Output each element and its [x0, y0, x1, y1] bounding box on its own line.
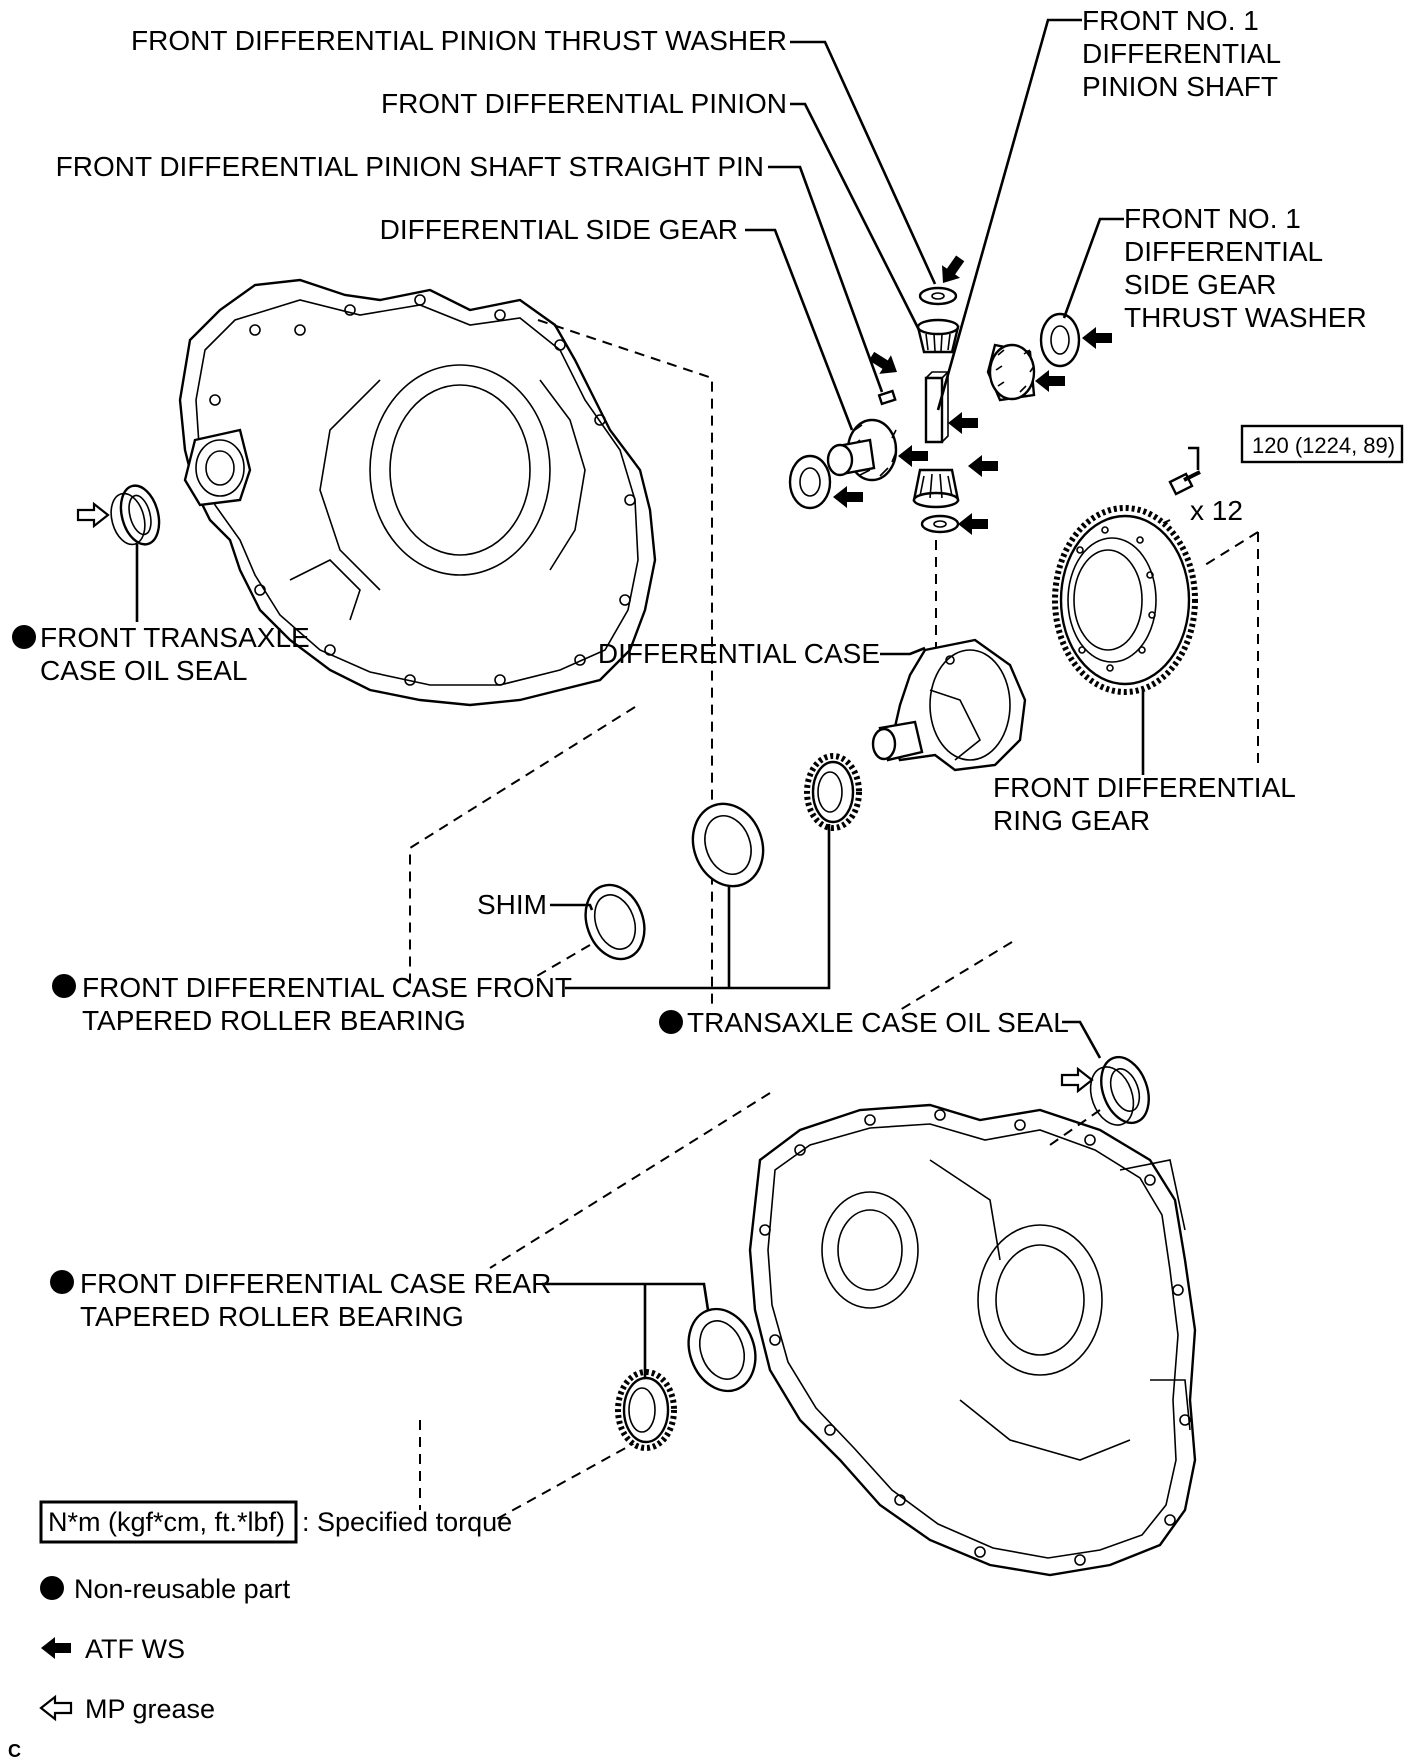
side-gear-thrust-washer-left-drawing [788, 454, 832, 510]
mp-grease-arrow-icon [1060, 1067, 1094, 1093]
straight-pin-drawing [877, 389, 897, 406]
transaxle-case-oil-seal-label: TRANSAXLE CASE OIL SEAL [687, 1007, 1069, 1038]
part-labels: FRONT DIFFERENTIAL PINION THRUST WASHER … [12, 5, 1404, 1332]
torque-value-label: 120 (1224, 89) [1252, 433, 1395, 458]
non-reusable-marker-icon [12, 625, 36, 649]
pinion-shaft-drawing [924, 371, 950, 444]
side-gear-thrust-washer-label-4: THRUST WASHER [1124, 302, 1367, 333]
rear-bearing-label-2: TAPERED ROLLER BEARING [80, 1301, 464, 1332]
ring-gear-drawing [1052, 505, 1198, 695]
assembly-guide-lines [409, 319, 1259, 1521]
front-transaxle-oil-seal-label-1: FRONT TRANSAXLE [40, 622, 310, 653]
non-reusable-marker-icon [659, 1010, 683, 1034]
atf-arrow-icon [948, 412, 978, 434]
non-reusable-marker-icon [52, 974, 76, 998]
mp-grease-legend-icon [39, 1694, 73, 1722]
non-reusable-marker-icon [50, 1270, 74, 1294]
atf-arrow-icon [958, 513, 988, 535]
pinion-shaft-label-2: DIFFERENTIAL [1082, 38, 1281, 69]
front-bearing-outer-race-drawing [691, 802, 765, 888]
pinion-thrust-washer-drawing [918, 286, 958, 306]
ring-gear-bolt-drawing [1168, 470, 1201, 496]
side-gear-thrust-washer-label-1: FRONT NO. 1 [1124, 203, 1301, 234]
pinion-shaft-label-3: PINION SHAFT [1082, 71, 1278, 102]
legend: N*m (kgf*cm, ft.*lbf) : Specified torque… [8, 1500, 512, 1761]
torque-legend-box-label: N*m (kgf*cm, ft.*lbf) [48, 1507, 285, 1537]
side-gear-right-drawing [986, 343, 1036, 402]
atf-arrow-icon [1035, 370, 1065, 392]
atf-arrows [833, 252, 1112, 535]
transaxle-case-drawing [748, 1103, 1197, 1577]
pinion-thrust-washer-label: FRONT DIFFERENTIAL PINION THRUST WASHER [131, 25, 787, 56]
atf-legend-label: ATF WS [85, 1634, 185, 1664]
torque-value-box [1240, 424, 1404, 464]
differential-case-drawing [871, 638, 1027, 772]
shim-label: SHIM [477, 889, 547, 920]
transaxle-case-oil-seal-drawing [1089, 1055, 1150, 1126]
atf-legend-icon [41, 1637, 71, 1659]
rear-bearing-outer-race-drawing [687, 1307, 757, 1393]
side-gear-left-drawing [826, 418, 898, 482]
torque-legend-desc: : Specified torque [302, 1507, 512, 1537]
torque-legend-box [39, 1500, 298, 1544]
differential-case-label: DIFFERENTIAL CASE [598, 638, 880, 669]
atf-arrow-icon [898, 445, 928, 467]
pinion-label: FRONT DIFFERENTIAL PINION [381, 88, 787, 119]
pinion-shaft-label-1: FRONT NO. 1 [1082, 5, 1259, 36]
rear-bearing-label-1: FRONT DIFFERENTIAL CASE REAR [80, 1268, 551, 1299]
side-gear-thrust-washer-label-2: DIFFERENTIAL [1124, 236, 1323, 267]
leader-lines [135, 18, 1200, 1378]
atf-arrow-icon [1082, 327, 1112, 349]
ring-gear-label-2: RING GEAR [993, 805, 1150, 836]
mp-grease-legend-label: MP grease [85, 1694, 215, 1724]
bolt-qty-label: x 12 [1190, 495, 1243, 526]
pinion-thrust-washer-lower-drawing [920, 514, 960, 534]
front-bearing-label-2: TAPERED ROLLER BEARING [82, 1005, 466, 1036]
pinion-gear-top-drawing [916, 318, 960, 354]
non-reusable-legend-label: Non-reusable part [74, 1574, 291, 1604]
front-transaxle-oil-seal-drawing [110, 484, 161, 546]
front-transaxle-oil-seal-label-2: CASE OIL SEAL [40, 655, 248, 686]
atf-arrow-icon [968, 455, 998, 477]
mp-grease-arrow-icon [76, 502, 110, 528]
atf-arrow-icon [833, 486, 863, 508]
side-gear-label: DIFFERENTIAL SIDE GEAR [380, 214, 738, 245]
transaxle-housing-drawing [178, 278, 657, 707]
straight-pin-label: FRONT DIFFERENTIAL PINION SHAFT STRAIGHT… [56, 151, 764, 182]
non-reusable-legend-icon [40, 1576, 64, 1600]
front-bearing-drawing [804, 753, 862, 831]
corner-mark: C [8, 1741, 21, 1761]
ring-gear-label-1: FRONT DIFFERENTIAL [993, 772, 1296, 803]
side-gear-thrust-washer-right-drawing [1039, 312, 1081, 368]
side-gear-thrust-washer-label-3: SIDE GEAR [1124, 269, 1276, 300]
rear-bearing-drawing [615, 1369, 677, 1451]
shim-drawing [584, 883, 646, 961]
pinion-gear-lower-drawing [912, 468, 960, 509]
front-bearing-label-1: FRONT DIFFERENTIAL CASE FRONT [82, 972, 572, 1003]
atf-arrow-icon [933, 252, 970, 290]
